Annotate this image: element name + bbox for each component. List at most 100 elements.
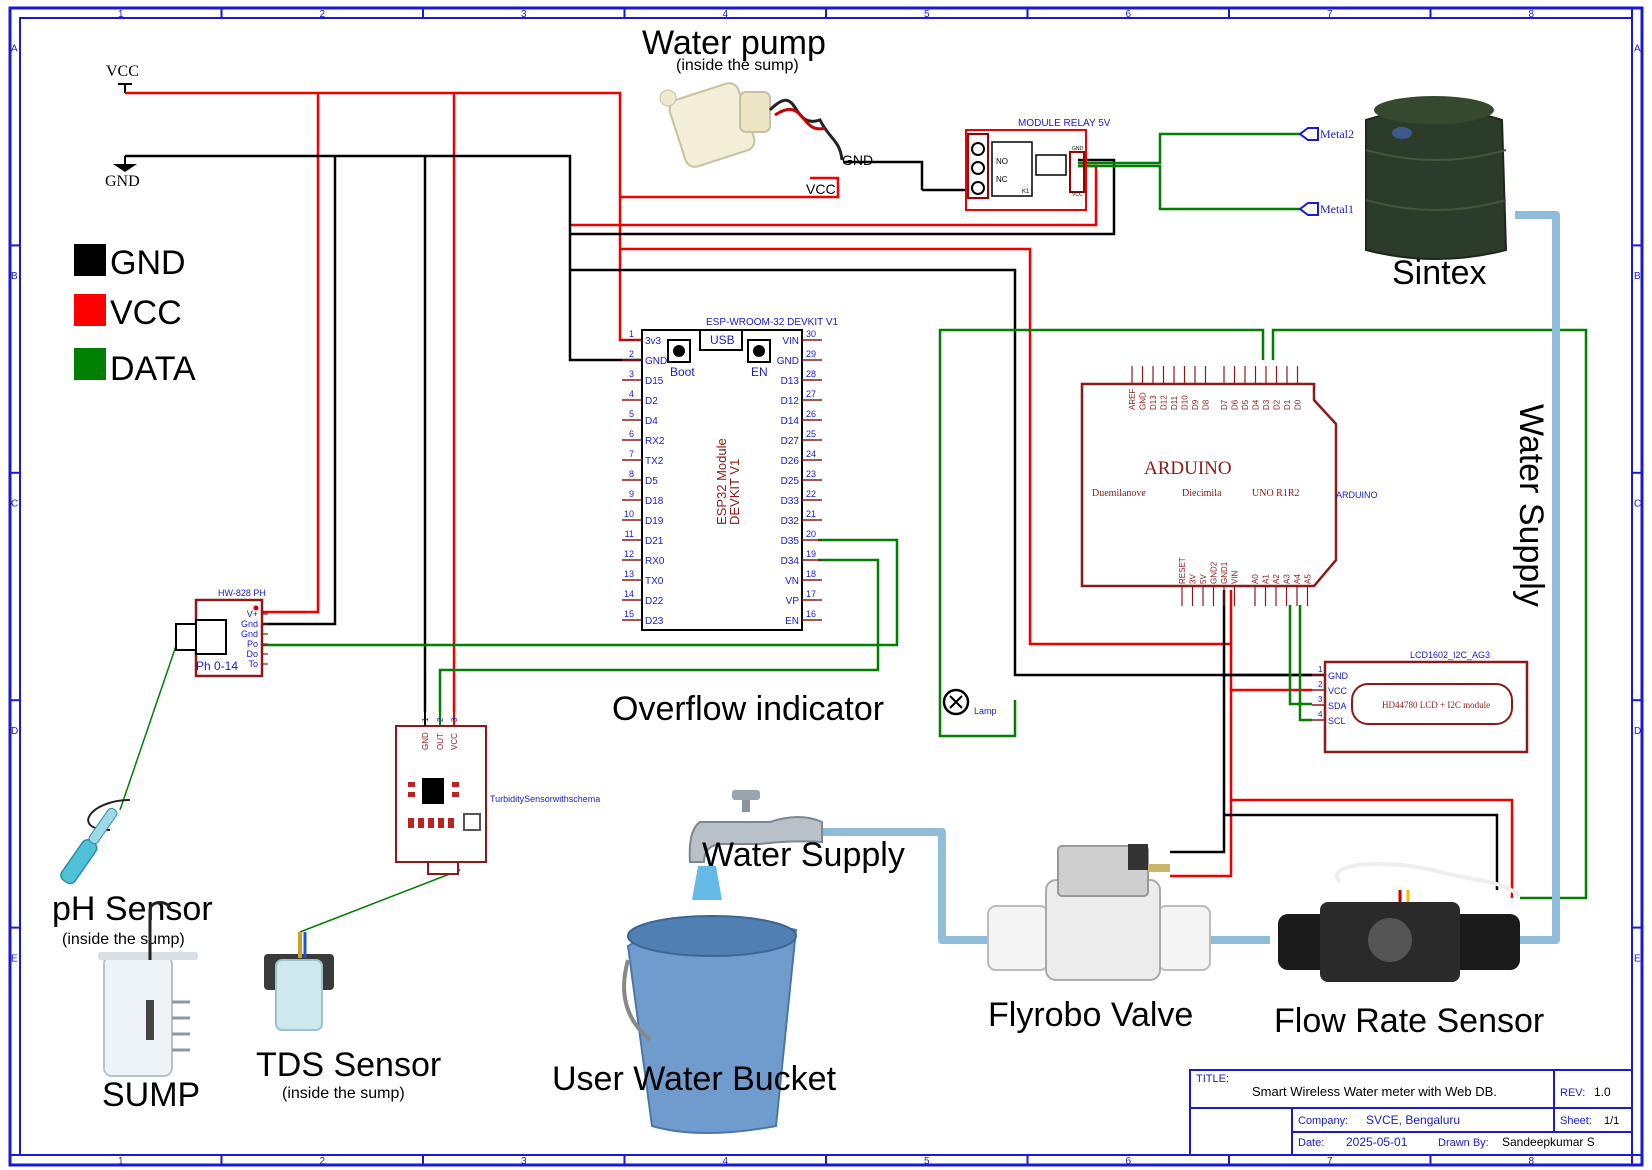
- ph-pin-name: Po: [247, 639, 258, 649]
- arduino-pin-name: D8: [1202, 399, 1211, 410]
- arduino-pin-name: D13: [1149, 395, 1158, 410]
- svg-text:Sheet:: Sheet:: [1560, 1115, 1592, 1127]
- water-pump-subtitle: (inside the sump): [676, 57, 799, 74]
- esp32-left-pins: 13v32GND3D154D25D46RX27TX28D59D1810D1911…: [622, 329, 667, 627]
- esp32-pin-number: 4: [629, 389, 634, 399]
- esp32-pin-number: 16: [806, 609, 816, 619]
- esp32-title: ESP-WROOM-32 DEVKIT V1: [706, 317, 839, 328]
- arduino-pin-name: D0: [1294, 399, 1303, 410]
- lcd-pin-number: 1: [1318, 665, 1323, 674]
- sump-image: [98, 901, 198, 1077]
- esp32-pin-number: 5: [629, 409, 634, 419]
- water-pump: Water pump (inside the sump) GND VCC: [642, 24, 873, 197]
- bucket-image: [622, 915, 798, 1134]
- esp32-pin-number: 15: [624, 609, 634, 619]
- esp32-pin-number: 1: [629, 329, 634, 339]
- svg-text:GND: GND: [1072, 146, 1084, 152]
- water-pump-image: [659, 82, 844, 168]
- esp32-pin-name: D13: [781, 376, 800, 387]
- ph-module-title: HW-828 PH: [218, 588, 266, 598]
- esp32-pin-number: 17: [806, 589, 816, 599]
- esp32-pin-name: VIN: [782, 336, 799, 347]
- frame-col-label: 8: [1528, 9, 1534, 20]
- esp32-pin-name: D14: [781, 416, 800, 427]
- arduino-pin-name: D11: [1170, 395, 1179, 410]
- turbidity-pin-name: GND: [421, 732, 430, 750]
- lcd-pin-name: GND: [1328, 671, 1349, 681]
- esp32-pin-name: D12: [781, 396, 800, 407]
- frame-row-label: C: [1634, 499, 1641, 510]
- flow-sensor-label: Flow Rate Sensor: [1274, 1002, 1544, 1040]
- esp32-pin-name: D22: [645, 596, 664, 607]
- esp32-pin-name: D21: [645, 536, 664, 547]
- frame-col-label: 8: [1528, 1156, 1534, 1167]
- turbidity-pin-name: OUT: [436, 733, 445, 750]
- legend-swatch-vcc: [74, 294, 106, 326]
- esp32-body-text-1: ESP32 Module: [714, 438, 729, 525]
- arduino-pin-name: VIN: [1231, 570, 1240, 584]
- svg-text:HD44780 LCD + I2C module: HD44780 LCD + I2C module: [1382, 700, 1490, 710]
- pump-gnd-label: GND: [842, 152, 873, 168]
- esp32-pin-number: 21: [806, 509, 816, 519]
- svg-text:VCC: VCC: [106, 63, 139, 80]
- tds-sensor-sub: (inside the sump): [282, 1085, 405, 1102]
- legend-swatch-data: [74, 348, 106, 380]
- metal1-probe: Metal1: [1298, 202, 1354, 216]
- sump-label: SUMP: [102, 1076, 200, 1114]
- pump-vcc-label: VCC: [806, 181, 836, 197]
- esp32-pin-number: 26: [806, 409, 816, 419]
- overflow-label: Overflow indicator: [612, 690, 884, 728]
- frame-col-label: 7: [1327, 1156, 1333, 1167]
- esp32-pin-name: D32: [781, 516, 800, 527]
- side-water-supply-label: Water Supply: [1512, 404, 1550, 607]
- ph-pin-name: Gnd: [241, 619, 258, 629]
- gnd-symbol: GND: [105, 156, 140, 190]
- lcd-pin-number: 3: [1318, 695, 1323, 704]
- frame-row-label: E: [1634, 953, 1641, 964]
- esp32-pin-number: 29: [806, 349, 816, 359]
- bucket-label: User Water Bucket: [552, 1060, 837, 1098]
- esp32-pin-number: 19: [806, 549, 816, 559]
- arduino-title: ARDUINO: [1144, 458, 1232, 479]
- sintex-label: Sintex: [1392, 254, 1487, 292]
- arduino-pin-name: 3V: [1189, 574, 1198, 584]
- lcd-pin-number: 2: [1318, 680, 1323, 689]
- water-pump-title: Water pump: [642, 24, 826, 62]
- esp32-pin-number: 8: [629, 469, 634, 479]
- frame-row-label: B: [1634, 271, 1641, 282]
- vcc-wires: [125, 91, 1514, 898]
- frame-row-label: C: [11, 499, 18, 510]
- svg-text:SVCE, Bengaluru: SVCE, Bengaluru: [1366, 1113, 1460, 1127]
- arduino-pin-name: A3: [1283, 574, 1292, 584]
- frame-row-label: D: [11, 726, 18, 737]
- esp32-pin-name: GND: [645, 356, 667, 367]
- svg-text:VCC: VCC: [1072, 192, 1083, 198]
- frame-col-label: 7: [1327, 9, 1333, 20]
- sintex-tank: Sintex: [1365, 96, 1508, 292]
- arduino-pin-name: D7: [1220, 399, 1229, 410]
- frame-col-label: 5: [924, 1156, 930, 1167]
- arduino-pin-name: A0: [1251, 574, 1260, 584]
- esp32-pin-name: D18: [645, 496, 664, 507]
- esp32-pin-name: D5: [645, 476, 658, 487]
- esp32-pin-number: 14: [624, 589, 634, 599]
- ph-pin-name: To: [248, 659, 258, 669]
- data-wires: [119, 132, 1588, 933]
- ph-sensor-sub: (inside the sump): [62, 931, 185, 948]
- arduino-pin-name: D6: [1231, 399, 1240, 410]
- vcc-symbol: VCC: [106, 63, 139, 93]
- svg-text:Metal1: Metal1: [1320, 202, 1354, 216]
- ph-sensor-label: pH Sensor: [52, 890, 213, 928]
- valve-label: Flyrobo Valve: [988, 996, 1193, 1034]
- tds-sensor-image: [264, 932, 334, 1031]
- svg-text:TITLE:: TITLE:: [1196, 1073, 1229, 1085]
- tap-supply-label: Water Supply: [702, 836, 905, 874]
- esp32-pin-name: GND: [777, 356, 799, 367]
